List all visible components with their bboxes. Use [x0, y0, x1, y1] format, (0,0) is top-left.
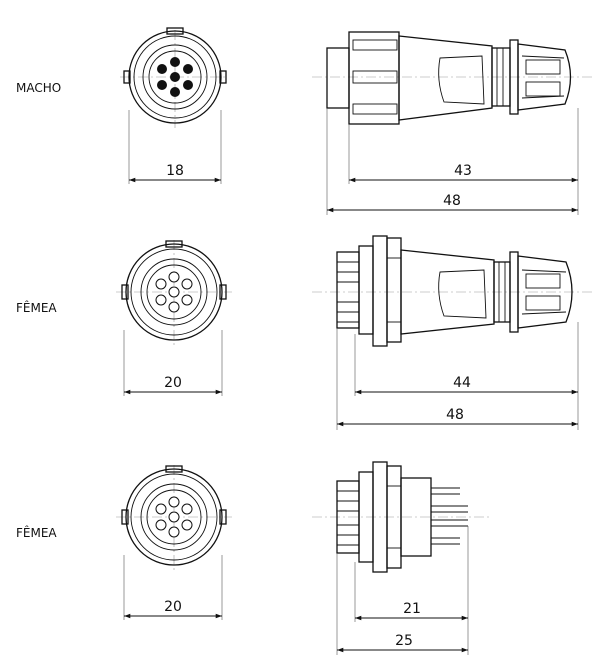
- row-label-femea-panel: FÊMEA: [16, 525, 57, 540]
- front-view-male: [120, 27, 228, 128]
- dimension-front-female-1: 20: [123, 330, 223, 396]
- dimension-label: 18: [166, 163, 184, 179]
- dimension-front-male: 18: [128, 110, 222, 184]
- dimension-side-male: 43 48: [326, 108, 579, 215]
- side-view-female-panel: [312, 461, 492, 573]
- dimension-label: 48: [446, 407, 464, 423]
- dimension-side-female-2: 21 25: [336, 526, 469, 655]
- dimension-front-female-2: 20: [123, 555, 223, 620]
- dimension-label: 48: [443, 193, 461, 209]
- dimension-label: 20: [164, 599, 182, 615]
- dimension-label: 20: [164, 375, 182, 391]
- dimension-label: 44: [453, 375, 471, 391]
- row-label-macho: MACHO: [16, 81, 61, 95]
- dimension-side-female-1: 44 48: [336, 322, 579, 430]
- side-view-female-1: [312, 235, 592, 347]
- dimension-label: 43: [454, 163, 472, 179]
- front-view-female-panel: [116, 465, 232, 570]
- dimension-label: 21: [403, 601, 421, 617]
- dimension-label: 25: [395, 633, 413, 649]
- front-view-female: [116, 240, 232, 346]
- side-view-male: [312, 31, 592, 125]
- row-label-femea: FÊMEA: [16, 300, 57, 315]
